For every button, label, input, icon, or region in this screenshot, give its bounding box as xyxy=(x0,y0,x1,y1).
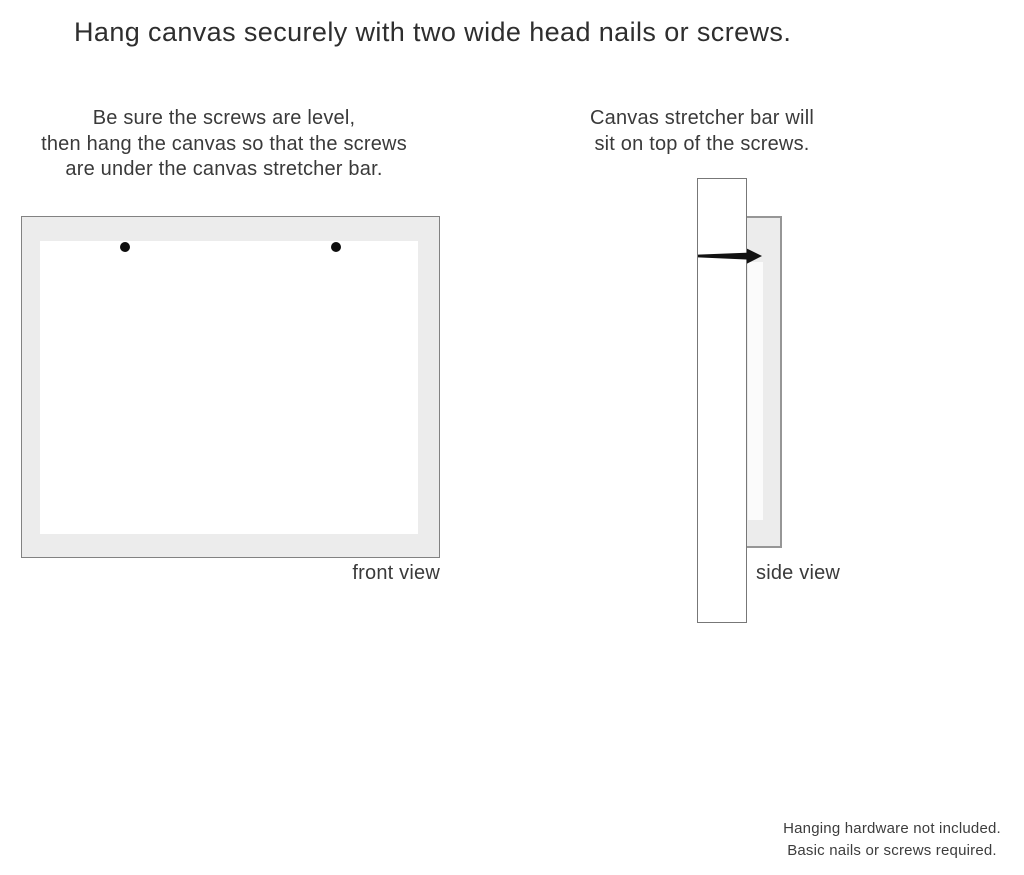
side-view-canvas-inner xyxy=(748,262,763,520)
nail-icon xyxy=(698,248,762,264)
front-view-instruction: Be sure the screws are level, then hang … xyxy=(33,106,415,183)
front-view-canvas-inner xyxy=(40,241,418,534)
side-view-instruction: Canvas stretcher bar will sit on top of … xyxy=(552,106,852,157)
instruction-line: Be sure the screws are level, xyxy=(92,107,356,129)
side-view-label: side view xyxy=(756,562,841,584)
instruction-line: Canvas stretcher bar will xyxy=(590,107,814,129)
page-title: Hang canvas securely with two wide head … xyxy=(74,17,792,47)
hardware-note: Hanging hardware not included. Basic nai… xyxy=(732,818,1024,861)
instruction-line: sit on top of the screws. xyxy=(594,132,810,155)
screw-icon-right xyxy=(331,242,341,252)
hardware-note-line: Hanging hardware not included. xyxy=(783,820,1001,837)
hardware-note-line: Basic nails or screws required. xyxy=(787,841,997,859)
screw-icon-left xyxy=(120,242,130,252)
wall-section xyxy=(697,178,747,623)
instruction-line: are under the canvas stretcher bar. xyxy=(65,158,383,181)
instruction-line: then hang the canvas so that the screws xyxy=(41,132,407,155)
front-view-label: front view xyxy=(352,562,440,584)
